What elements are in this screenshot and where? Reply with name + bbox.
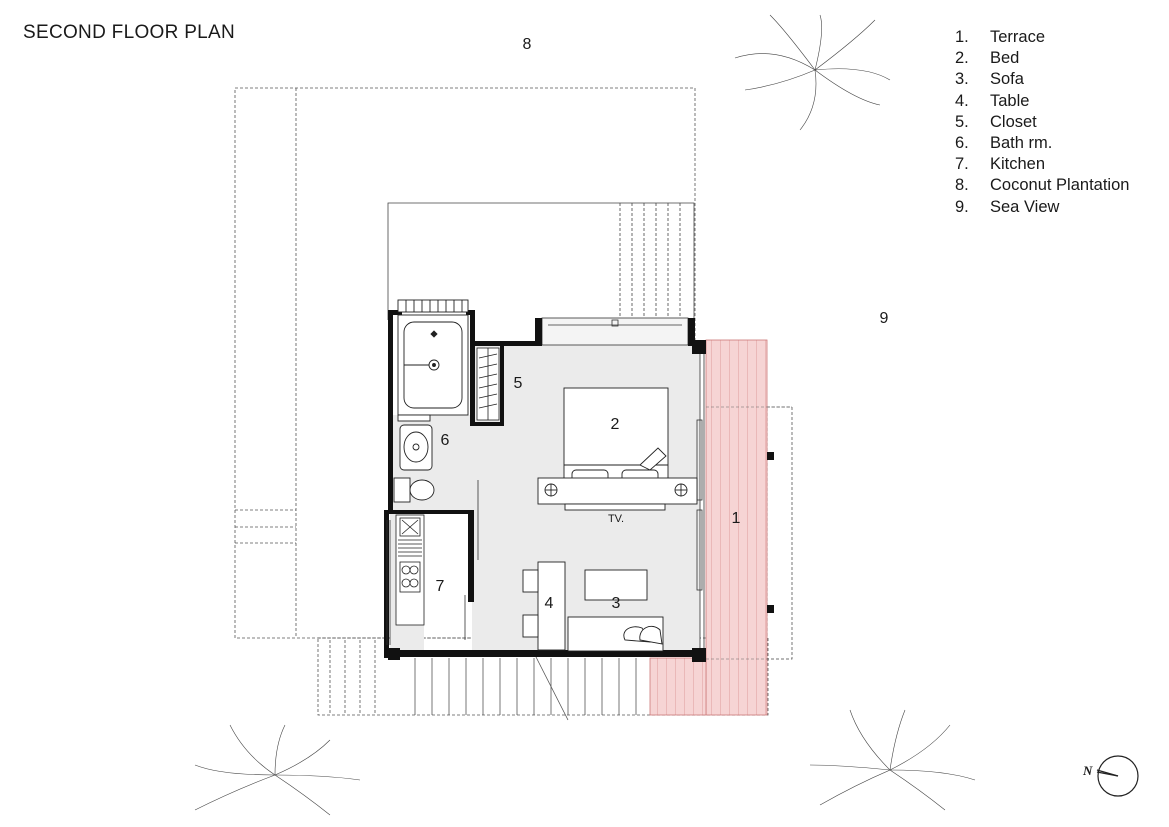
legend-label: Closet: [990, 112, 1037, 131]
legend-label: Kitchen: [990, 155, 1046, 174]
kitchen-counter: [395, 514, 425, 626]
legend-item: 5. Closet: [955, 112, 1129, 133]
legend-number: 2.: [955, 49, 969, 68]
legend-label: Bed: [990, 49, 1020, 68]
palm-tree-top: [734, 14, 891, 131]
legend-item: 3. Sofa: [955, 69, 1129, 90]
legend-label: Coconut Plantation: [990, 176, 1130, 195]
terrace-area: [649, 339, 792, 716]
legend-item: 1. Terrace: [955, 27, 1129, 48]
living-furniture: [522, 561, 664, 652]
legend-number: 6.: [955, 134, 969, 153]
legend: 1.Terrace 2.Bed 3.Sofa 4.Table 5.Closet …: [955, 27, 1129, 218]
legend-number: 7.: [955, 155, 969, 174]
palm-tree-bottom-left: [194, 724, 361, 816]
legend-label: Sofa: [990, 70, 1024, 89]
bed: [537, 387, 698, 511]
legend-number: 8.: [955, 176, 969, 195]
legend-number: 5.: [955, 112, 969, 131]
north-compass: [1096, 755, 1139, 797]
legend-item: 2. Bed: [955, 48, 1129, 69]
bathroom-fixtures: [393, 299, 469, 503]
room-label-bath: 6: [440, 432, 450, 449]
tv-label: TV.: [607, 513, 625, 525]
legend-number: 4.: [955, 91, 969, 110]
legend-label: Bath rm.: [990, 134, 1053, 153]
room-label-table: 4: [544, 595, 554, 612]
room-label-bed: 2: [610, 416, 620, 433]
legend-label: Table: [990, 91, 1030, 110]
room-label-kitchen: 7: [435, 578, 445, 595]
closet: [476, 347, 500, 421]
legend-item: 9. Sea View: [955, 197, 1129, 218]
legend-label: Terrace: [990, 28, 1046, 46]
page-title: SECOND FLOOR PLAN: [23, 22, 236, 43]
legend-item: 6. Bath rm.: [955, 133, 1129, 154]
legend-number: 9.: [955, 197, 969, 216]
upper-deck: [387, 202, 695, 320]
legend-label: Sea View: [990, 197, 1060, 216]
legend-item: 8. Coconut Plantation: [955, 175, 1129, 196]
windows: [386, 319, 705, 648]
room-label-terrace: 1: [731, 510, 741, 527]
compass-north-label: N: [1083, 763, 1093, 778]
room-label-closet: 5: [513, 375, 523, 392]
legend-item: 7. Kitchen: [955, 154, 1129, 175]
room-label-sea-view: 9: [879, 310, 889, 327]
legend-number: 1.: [955, 28, 969, 46]
room-label-sofa: 3: [611, 595, 621, 612]
walls: [384, 310, 706, 662]
lower-steps: [329, 640, 637, 721]
room-label-plantation: 8: [522, 36, 532, 53]
legend-number: 3.: [955, 70, 969, 89]
legend-item: 4. Table: [955, 91, 1129, 112]
palm-tree-bottom-right: [809, 709, 976, 811]
